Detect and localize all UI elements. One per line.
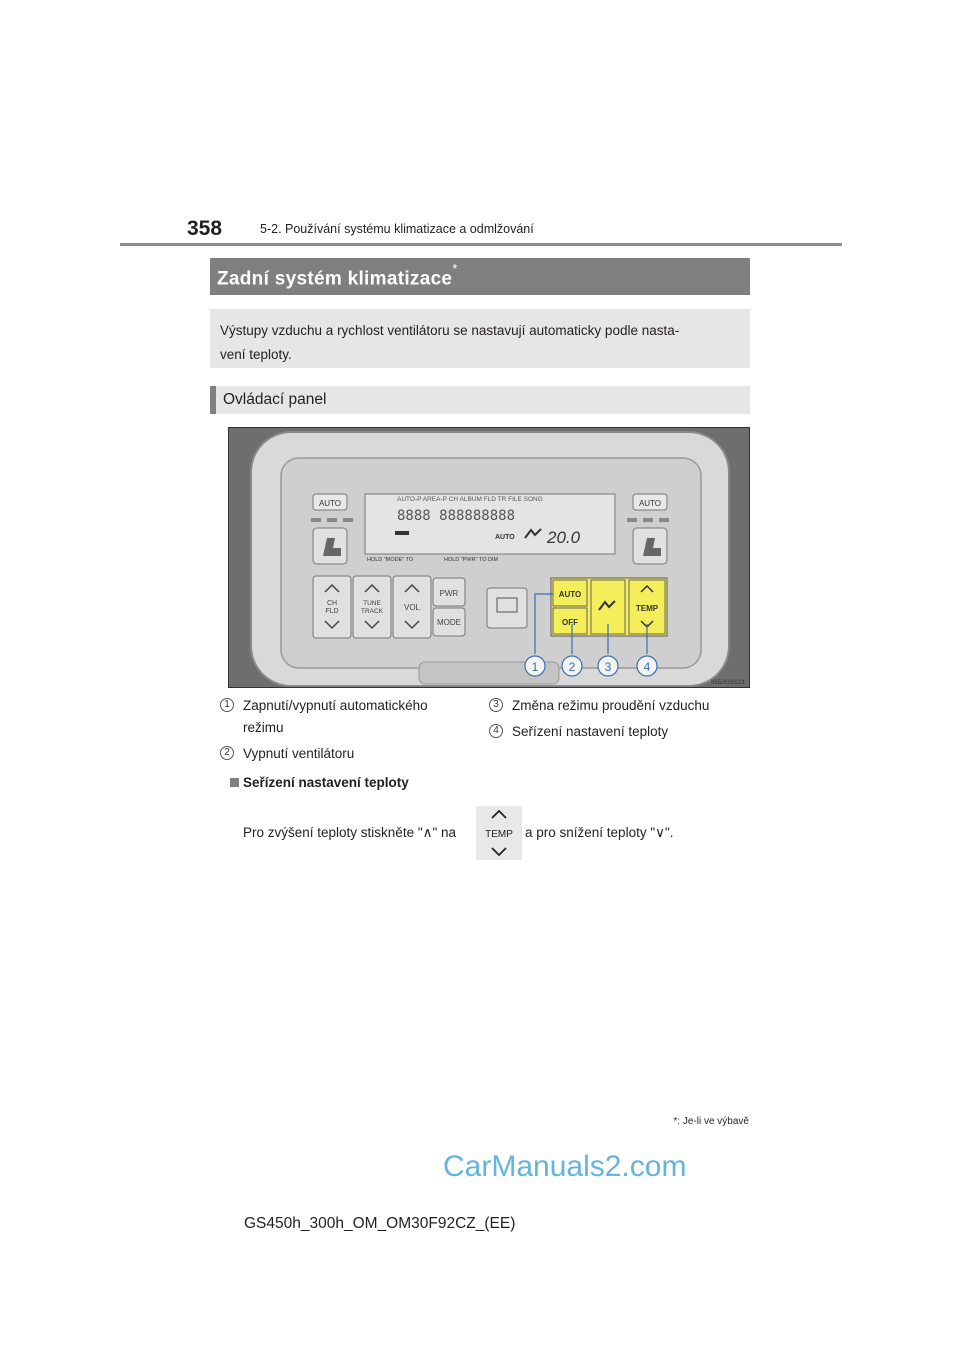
pwr-label: PWR <box>440 589 459 598</box>
airflow-mode-icon <box>598 600 616 611</box>
climate-temp-label: TEMP <box>636 604 659 613</box>
intro-line-1: Výstupy vzduchu a rychlost ventilátoru s… <box>220 323 680 338</box>
figure-code: IN52GS121 <box>711 679 745 686</box>
callout-4: 4 <box>636 655 658 677</box>
svg-text:2: 2 <box>569 660 576 674</box>
intro-line-2: vení teploty. <box>220 347 292 362</box>
header-rule <box>120 243 842 246</box>
instruction-after: a pro snížení teploty "∨". <box>525 825 674 840</box>
intro-box: Výstupy vzduchu a rychlost ventilátoru s… <box>210 309 750 368</box>
display-hint-mode: HOLD "MODE" TO <box>367 557 414 563</box>
document-code: GS450h_300h_OM_OM30F92CZ_(EE) <box>244 1215 516 1232</box>
bullet-square <box>230 778 239 787</box>
page-title: Zadní systém klimatizace <box>217 268 453 290</box>
left-auto-label: AUTO <box>319 499 341 508</box>
temp-icon-label: TEMP <box>485 829 513 840</box>
vol-label: VOL <box>404 603 421 612</box>
callout-1: 1 <box>524 655 546 677</box>
footnote: *: Je-li ve výbavě <box>673 1116 749 1127</box>
legend-num-2: 2 <box>220 746 234 760</box>
track-label: TRACK <box>361 608 384 615</box>
watermark: CarManuals2.com <box>443 1150 687 1183</box>
control-panel-illustration: AUTO AUTO-P AREA-P CH ALBUM FLD TR FILE … <box>229 428 749 687</box>
instruction-before: Pro zvýšení teploty stiskněte "∧" na <box>243 825 457 840</box>
display-temperature: 20.0 <box>546 528 581 547</box>
legend-text-3: Změna režimu proudění vzduchu <box>512 698 710 713</box>
chapter-heading: 5-2. Používání systému klimatizace a odm… <box>260 222 534 236</box>
callout-3: 3 <box>597 655 619 677</box>
climate-off-label: OFF <box>562 618 578 627</box>
equipment-mark: * <box>452 261 458 276</box>
page-number: 358 <box>187 217 223 240</box>
display-hint-pwr: HOLD "PWR" TO DIM <box>444 557 499 563</box>
section-title: Ovládací panel <box>210 386 750 414</box>
display-segments: 8888 888888888 <box>397 508 515 524</box>
fld-label: FLD <box>325 608 338 615</box>
svg-text:1: 1 <box>532 660 539 674</box>
ch-label: CH <box>327 600 337 607</box>
temp-button-icon: TEMP <box>476 806 522 860</box>
svg-text:4: 4 <box>644 660 651 674</box>
display-auto: AUTO <box>495 534 515 541</box>
climate-auto-label: AUTO <box>559 590 582 599</box>
seat-heater-icon <box>323 538 341 556</box>
tune-label: TUNE <box>363 600 381 607</box>
legend-text-4: Seřízení nastavení teploty <box>512 724 669 739</box>
legend-num-4: 4 <box>489 724 503 738</box>
callout-2: 2 <box>561 655 583 677</box>
legend-num-1: 1 <box>220 698 234 712</box>
legend-text-2: Vypnutí ventilátoru <box>243 746 355 761</box>
subsection-heading: Seřízení nastavení teploty <box>230 775 409 790</box>
svg-text:3: 3 <box>605 660 612 674</box>
display-top-line: AUTO-P AREA-P CH ALBUM FLD TR FILE SONG <box>397 496 543 503</box>
display-airflow-icon <box>524 528 542 539</box>
screen-icon <box>496 597 518 613</box>
right-auto-label: AUTO <box>639 499 661 508</box>
legend-text-1: Zapnutí/vypnutí automatického režimu <box>243 698 428 735</box>
title-bar: Zadní systém klimatizace* <box>210 258 750 295</box>
legend-num-3: 3 <box>489 698 503 712</box>
mode-label: MODE <box>437 618 461 627</box>
control-panel-figure: AUTO AUTO-P AREA-P CH ALBUM FLD TR FILE … <box>228 427 750 688</box>
